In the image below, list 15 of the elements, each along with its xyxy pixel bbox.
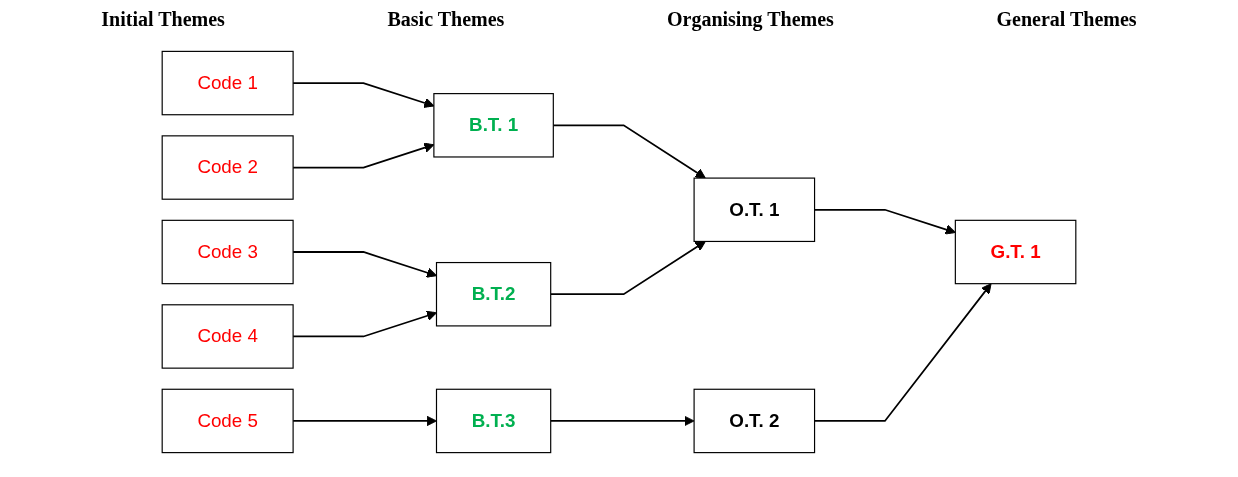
- column-heading: Organising Themes: [666, 8, 834, 33]
- node-box: Code 2: [161, 135, 294, 200]
- node-box: O.T. 1: [693, 177, 816, 243]
- node-box: B.T.2: [435, 261, 552, 327]
- node-box: B.T. 1: [433, 93, 554, 158]
- node-box: Code 5: [161, 388, 294, 454]
- node-box: O.T. 2: [693, 388, 816, 454]
- node-box: Code 1: [161, 50, 294, 116]
- node-box: Code 3: [161, 219, 294, 285]
- node-box: G.T. 1: [954, 219, 1077, 285]
- column-heading: Initial Themes: [101, 8, 225, 32]
- column-heading: General Themes: [996, 8, 1137, 32]
- node-box: B.T.3: [435, 388, 552, 454]
- column-heading: Basic Themes: [387, 8, 505, 32]
- node-box: Code 4: [161, 304, 294, 369]
